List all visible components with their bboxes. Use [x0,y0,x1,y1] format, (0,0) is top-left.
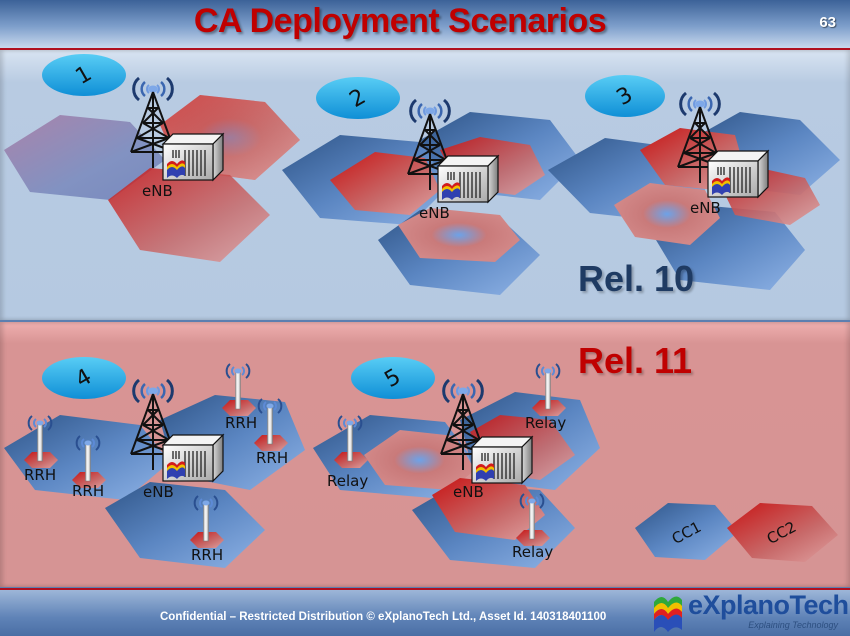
header-divider [0,48,850,50]
scenario-badge-1 [42,54,126,96]
page-number: 63 [819,14,836,31]
slide-footer: Confidential – Restricted Distribution ©… [0,590,850,636]
rrh-label: RRH [256,449,288,467]
enb-label: eNB [690,199,721,217]
component-carrier-legend: CC1 CC2 [635,503,838,562]
footer-divider [0,588,850,590]
enb-icon [437,155,499,203]
slide-title: CA Deployment Scenarios [193,2,607,40]
enb-label: eNB [143,483,174,501]
relay-label: Relay [525,414,566,432]
scenario-badge-4 [42,357,126,399]
rrh-label: RRH [191,546,223,564]
cc2-hexagon [727,503,838,562]
confidential-notice: Confidential – Restricted Distribution ©… [160,611,607,623]
relay-label: Relay [512,543,553,561]
scenario-badge-5 [351,357,435,399]
logo-name: eXplanoTech [688,590,849,620]
logo-tagline: Explaining Technology [748,620,838,630]
enb-icon [471,436,533,484]
slide-header: CA Deployment Scenarios 63 [0,0,850,48]
deployment-diagram: 1 eNB 2 eNB 3 eNB 4 [4,54,840,568]
company-logo: eXplanoTech Explaining Technology [652,590,849,634]
scenario-5: 5 eNB Relay Relay Relay [313,357,600,568]
rrh-label: RRH [24,466,56,484]
enb-icon [162,434,224,482]
cc1-hexagon [635,503,738,560]
scenario-2: 2 eNB [282,77,580,295]
scenario-3: 3 eNB [548,75,840,290]
scenario-badge-3 [585,75,665,117]
relay-icon [531,363,567,417]
enb-label: eNB [453,483,484,501]
release-10-label: Rel. 10 [578,258,695,299]
scenario-1: 1 eNB [4,54,300,262]
rrh-label: RRH [72,482,104,500]
enb-label: eNB [142,182,173,200]
release-11-label: Rel. 11 [578,340,693,381]
logo-wave-icon [654,596,682,632]
enb-icon [162,133,224,181]
rrh-label: RRH [225,414,257,432]
enb-label: eNB [419,204,450,222]
relay-label: Relay [327,472,368,490]
scenario-badge-2 [316,77,400,119]
enb-icon [707,150,769,198]
scenario-4: 4 eNB RRH RRH RRH RRH RRH [4,357,305,568]
rrh-icon [221,363,257,417]
